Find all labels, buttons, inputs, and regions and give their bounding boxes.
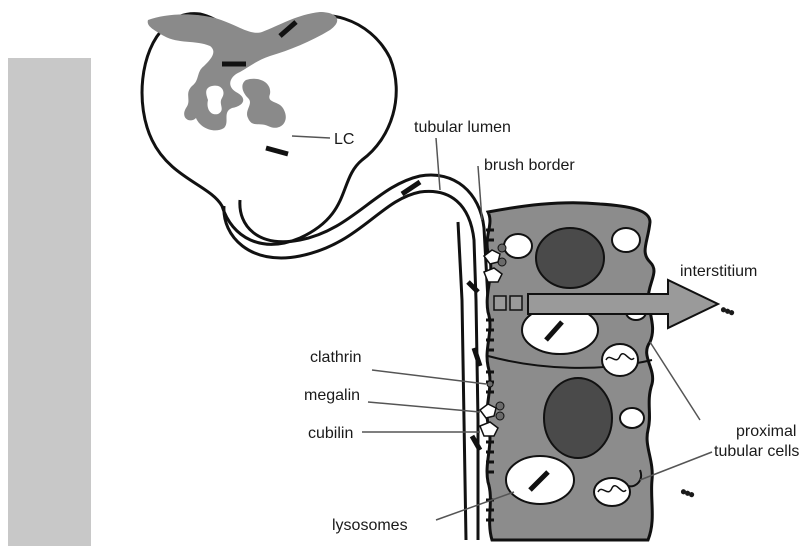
- clathrin-dot: [496, 412, 504, 420]
- label-proximal-line2: tubular cells: [714, 443, 799, 460]
- light-chain: [474, 348, 480, 366]
- transport-square: [494, 296, 506, 310]
- label-proximal-line1: proximal: [736, 423, 796, 440]
- nucleus: [536, 228, 604, 288]
- label-megalin: megalin: [304, 387, 360, 404]
- ellipsis-top: •••: [717, 299, 738, 323]
- clathrin-dot: [487, 381, 493, 387]
- clathrin-dot: [498, 244, 506, 252]
- label-tubular-lumen: tubular lumen: [414, 119, 511, 136]
- tubular-lumen-leader: [436, 138, 440, 190]
- label-clathrin: clathrin: [310, 349, 362, 366]
- proximal-leader: [650, 342, 700, 420]
- ellipsis-bottom: •••: [677, 481, 698, 505]
- vesicle: [504, 234, 532, 258]
- label-lc: LC: [334, 131, 354, 148]
- clathrin-dot: [496, 402, 504, 410]
- nucleus: [544, 378, 612, 458]
- transport-square: [510, 296, 522, 310]
- label-interstitium: interstitium: [680, 263, 757, 280]
- clathrin-leader: [372, 370, 486, 384]
- vesicle: [612, 228, 640, 252]
- label-cubilin: cubilin: [308, 425, 353, 442]
- sidebar-panel: [8, 58, 91, 546]
- label-lysosomes: lysosomes: [332, 517, 408, 534]
- vesicle: [620, 408, 644, 428]
- label-brush-border: brush border: [484, 157, 575, 174]
- megalin-receptor: [480, 404, 496, 418]
